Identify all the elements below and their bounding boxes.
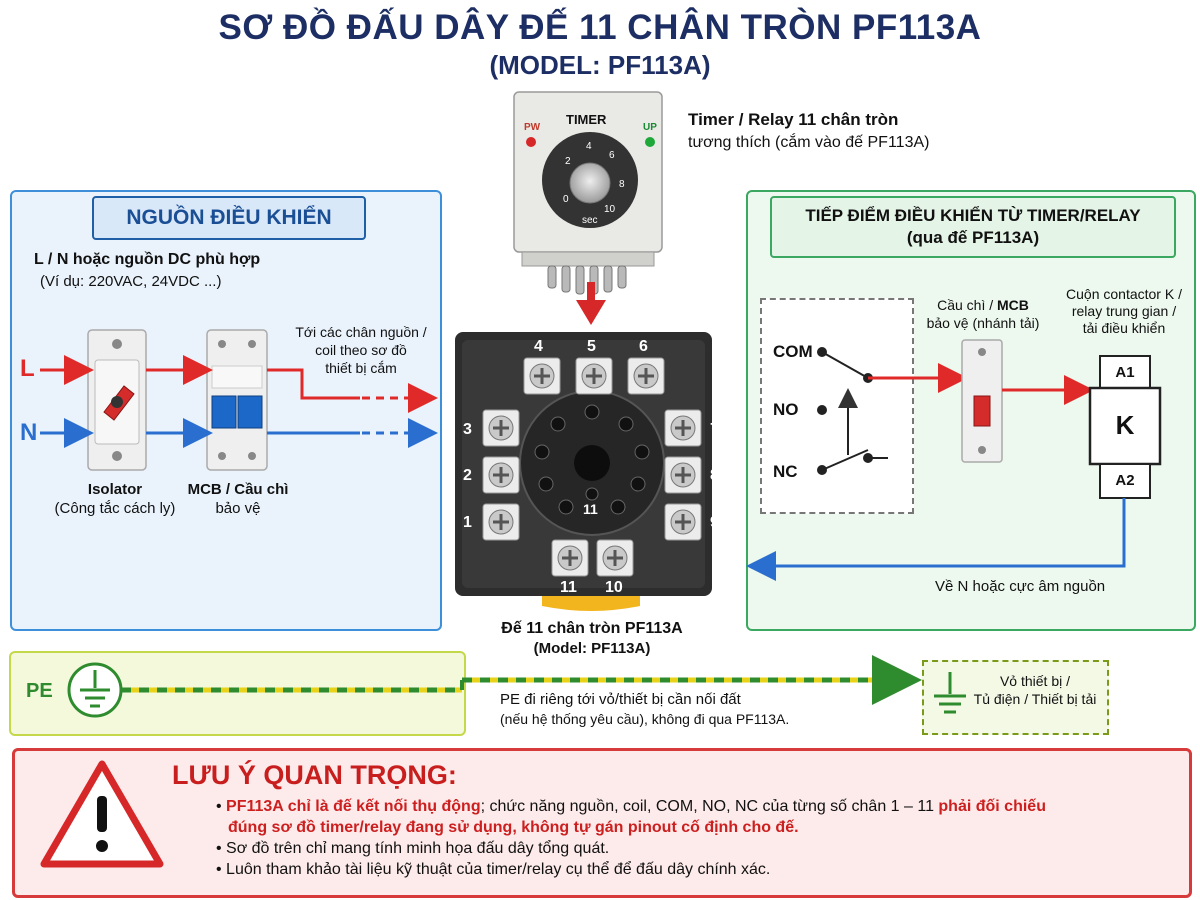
mcb-label-line1: MCB / Cầu chì (187, 481, 289, 498)
pin-8: 8 (710, 467, 719, 484)
note-item-1-cont: đúng sơ đồ timer/relay đang sử dụng, khô… (216, 817, 1166, 838)
pin-3: 3 (463, 421, 472, 438)
fuse-label-line2: bảo vệ (nhánh tải) (926, 315, 1040, 331)
return-label: Về N hoặc cực âm nguồn (935, 578, 1106, 595)
socket-terminals (482, 357, 702, 577)
pin-6: 6 (639, 338, 648, 355)
to-pins-line1: Tới các chân nguồn / (295, 324, 427, 340)
isolator-label-line1: Isolator (87, 481, 143, 498)
note-item-3: • Luôn tham khảo tài liệu kỹ thuật của t… (216, 861, 771, 878)
pin-5: 5 (587, 338, 596, 355)
contact-title-line2: (qua đế PF113A) (906, 228, 1040, 247)
pe-desc-line1: PE đi riêng tới vỏ/thiết bị cần nối đất (500, 691, 741, 708)
contact-panel-title: TIẾP ĐIỂM ĐIỀU KHIỂN TỪ TIMER/RELAY (qua… (770, 196, 1176, 258)
warning-icon (40, 760, 164, 868)
timer-scale-10: 10 (604, 204, 616, 215)
coil-a1-label: A1 (1115, 364, 1135, 381)
ground-target-line1: Vỏ thiết bị / (999, 673, 1071, 689)
note-1-highlight2: phải đối chiếu (938, 798, 1046, 815)
timer-unit: sec (582, 215, 598, 226)
load-label-line3: tải điều khiển (1082, 320, 1166, 336)
load-label: Cuộn contactor K / relay trung gian / tả… (1056, 286, 1192, 337)
timer-scale-2: 2 (565, 156, 571, 167)
notes-title: LƯU Ý QUAN TRỌNG: (172, 760, 457, 790)
source-example: (Ví dụ: 220VAC, 24VDC ...) (40, 273, 222, 290)
pe-label: PE (26, 680, 53, 702)
to-pins-line2: coil theo sơ đồ (315, 342, 407, 358)
note-1-highlight: PF113A chỉ là đế kết nối thụ động (226, 798, 481, 815)
load-label-line1: Cuộn contactor K / (1066, 286, 1182, 302)
fuse-label-b: MCB (997, 297, 1029, 313)
insert-arrow-icon (576, 300, 606, 325)
pin-7: 7 (710, 421, 719, 438)
up-led-icon (645, 137, 655, 147)
timer-pw-label: PW (524, 122, 541, 133)
isolator-label-line2: (Công tắc cách ly) (54, 500, 176, 517)
note-item-2: • Sơ đồ trên chỉ mang tính minh họa đấu … (216, 840, 610, 857)
pe-desc-line2: (nếu hệ thống yêu cầu), không đi qua PF1… (500, 711, 790, 727)
coil-k-label: K (1115, 410, 1135, 440)
fuse-label-a: Cầu chì / (937, 297, 998, 313)
timer-caption-line2: tương thích (cắm vào đế PF113A) (688, 134, 930, 151)
timer-device (513, 91, 663, 325)
ground-symbol-icon (67, 662, 123, 718)
timer-scale-0: 0 (563, 194, 569, 205)
pin-10: 10 (605, 579, 623, 596)
source-description: L / N hoặc nguồn DC phù hợp (34, 251, 261, 268)
timer-up-label: UP (643, 122, 657, 133)
branch-fuse-icon (961, 339, 1003, 463)
timer-caption-line1: Timer / Relay 11 chân tròn (688, 110, 899, 129)
timer-brand: TIMER (566, 112, 607, 127)
label-l: L (20, 355, 35, 382)
relay-contact-symbol (817, 347, 888, 475)
contactor-coil-icon (1088, 355, 1162, 499)
socket-center-label: 11 (583, 501, 598, 517)
com-label: COM (773, 342, 813, 361)
coil-a2-label: A2 (1115, 472, 1135, 489)
timer-scale-4: 4 (586, 141, 592, 152)
nc-label: NC (773, 462, 798, 481)
pin-2: 2 (463, 467, 472, 484)
fuse-label: Cầu chì / MCB bảo vệ (nhánh tải) (918, 296, 1048, 332)
mcb-icon (206, 329, 268, 471)
earth-symbol-icon (934, 672, 966, 714)
socket-pf113a-icon (455, 332, 712, 611)
return-wire (746, 498, 1126, 581)
load-label-line2: relay trung gian / (1071, 303, 1177, 319)
isolator-label: Isolator (Công tắc cách ly) (40, 480, 190, 518)
pin-11-bottom: 11 (560, 579, 577, 596)
pin-4: 4 (534, 338, 543, 355)
socket-caption-line2: (Model: PF113A) (533, 640, 651, 657)
control-source-title: NGUỒN ĐIỀU KHIỂN (92, 196, 366, 240)
timer-scale-8: 8 (619, 179, 625, 190)
note-item-1: • PF113A chỉ là đế kết nối thụ động; chứ… (216, 798, 1046, 815)
pw-led-icon (526, 137, 536, 147)
socket-caption-line1: Đế 11 chân tròn PF113A (501, 620, 683, 637)
note-2-text: Sơ đồ trên chỉ mang tính minh họa đấu dâ… (226, 840, 610, 857)
page-title: SƠ ĐỒ ĐẤU DÂY ĐẾ 11 CHÂN TRÒN PF113A (218, 8, 982, 47)
pin-9: 9 (710, 514, 719, 531)
page-subtitle: (MODEL: PF113A) (489, 50, 711, 80)
to-pins-label: Tới các chân nguồn / coil theo sơ đồ thi… (282, 323, 440, 377)
note-1-text: ; chức năng nguồn, coil, COM, NO, NC của… (480, 798, 939, 815)
note-3-text: Luôn tham khảo tài liệu kỹ thuật của tim… (226, 861, 771, 878)
no-label: NO (773, 400, 799, 419)
control-source-panel (10, 190, 442, 631)
ground-target-line2: Tủ điện / Thiết bị tải (973, 691, 1097, 707)
ground-target-label: Vỏ thiết bị / Tủ điện / Thiết bị tải (968, 672, 1102, 708)
mcb-label-line2: bảo vệ (215, 500, 261, 517)
isolator-icon (87, 329, 147, 471)
notes-list: • PF113A chỉ là đế kết nối thụ động; chứ… (216, 796, 1166, 880)
important-notes-panel (12, 748, 1192, 898)
to-pins-line3: thiết bị cắm (325, 360, 397, 376)
timer-contact-box (760, 298, 914, 514)
pin-1: 1 (463, 514, 472, 531)
contact-title-line1: TIẾP ĐIỂM ĐIỀU KHIỂN TỪ TIMER/RELAY (805, 206, 1141, 225)
timer-scale-6: 6 (609, 150, 615, 161)
note-1-highlight3: đúng sơ đồ timer/relay đang sử dụng, khô… (228, 819, 799, 836)
fuse-label-line1: Cầu chì / MCB (918, 296, 1048, 314)
mcb-label: MCB / Cầu chì bảo vệ (180, 480, 296, 518)
label-n: N (20, 419, 38, 446)
